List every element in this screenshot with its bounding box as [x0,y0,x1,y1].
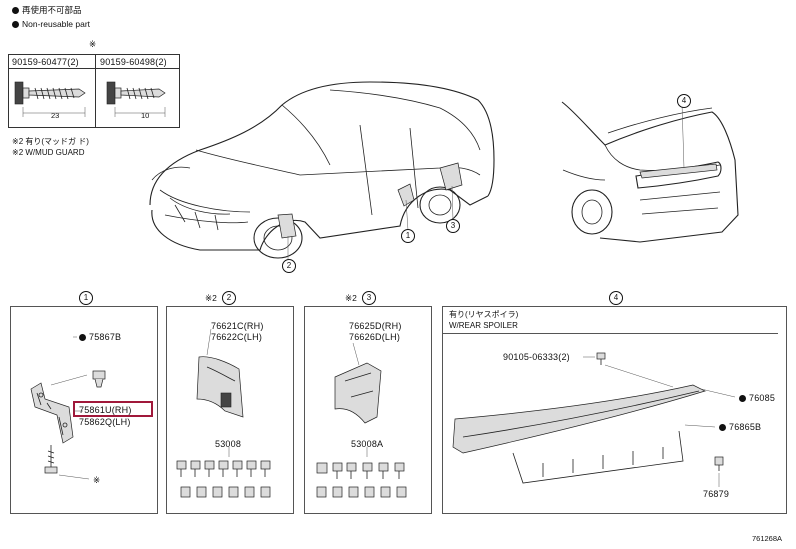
panel3-number: 3 [362,291,376,305]
panel3-part-kit: 53008A [351,439,384,449]
panel4-title-jp: 有り(リヤスポイラ) [449,310,519,319]
legend-en: Non-reusable part [12,19,90,29]
panel2-part-lh: 76622C(LH) [211,332,263,342]
callout-4: 4 [677,94,691,108]
fastener-right-part: 90159-60498(2) [100,57,167,67]
panel-4: 有り(リヤスポイラ) W/REAR SPOILER 90105-06333(2)… [442,306,787,514]
legend-dot-icon [12,7,19,15]
legend-jp-text: 再使用不可部品 [22,5,82,15]
fastener-kit-icon [316,462,407,498]
fastener-table: 90159-60477(2) 90159-60498(2) 23 10 [8,54,180,128]
bolt-icon [44,445,90,480]
panel1-part-b-lh: 75862Q(LH) [79,417,131,427]
footer-code: 761268A [752,534,783,543]
note-line1: ※2 有り(マッドガ ド) [12,137,89,146]
panel2-drawing [176,328,271,498]
panel1-part-b-rh: 75861U(RH) [79,405,132,415]
callout-2: 2 [282,259,296,273]
rear-spoiler-icon [639,163,718,179]
legend-en-text: Non-reusable part [22,19,91,29]
non-reusable-dot-icon [739,395,746,403]
mudguard-rear-icon [334,362,382,424]
panel4-part-b-text: 76865B [729,422,762,432]
panel1-part-a: 75867B [79,332,121,342]
panel3-part-lh: 76626D(LH) [349,332,401,342]
rear-spoiler-icon [452,384,706,484]
panel-1: 75867B 75861U(RH) 75862Q(LH) ※ [10,306,158,514]
callout-3: 3 [446,219,460,233]
fastener-left-part: 90159-60477(2) [12,57,79,67]
table-note-mark: ※ [89,39,97,49]
fastener-kit-icon [176,460,271,498]
legend-dot-icon [12,21,19,29]
bracket-icon [30,382,74,444]
callout-1: 1 [401,229,415,243]
non-reusable-dot-icon [719,424,726,432]
panel1-drawing [30,336,106,480]
legend-jp: 再使用不可部品 [12,5,82,15]
side-part-1-icon [397,183,415,207]
screw-icon [14,81,86,117]
clip-icon [92,370,106,388]
panel2-part-kit: 53008 [215,439,242,449]
panel1-part-a-text: 75867B [89,332,122,342]
panel3-prefix: ※2 [345,293,357,303]
fastener-drawings [14,81,166,117]
panel2-part-rh: 76621C(RH) [211,321,264,331]
mudguard-front-icon [277,213,297,239]
panel-2: 76621C(RH) 76622C(LH) 53008 [166,306,294,514]
screw-icon [596,352,606,365]
panel4-part-a-text: 76085 [749,393,776,403]
panel2-number: 2 [222,291,236,305]
panel-3: 76625D(RH) 76626D(LH) 53008A [304,306,432,514]
screw-icon [106,81,166,117]
panel4-part-a: 76085 [739,393,775,403]
panel4-title-en: W/REAR SPOILER [449,321,518,330]
panel1-bolt-mark: ※ [93,475,101,485]
panel4-part-c: 76879 [703,489,730,499]
fastener-table-header [9,55,179,69]
highlight-box [73,401,153,417]
panel4-drawing [452,352,736,487]
panel3-drawing [316,342,407,498]
non-reusable-dot-icon [79,334,86,342]
fastener-table-divider [95,55,96,127]
panel2-prefix: ※2 [205,293,217,303]
mudguard-rear-icon [439,162,463,191]
panel1-number: 1 [79,291,93,305]
panel4-part-b: 76865B [719,422,761,432]
panel4-part-screw: 90105-06333(2) [503,352,570,362]
clip-icon [714,456,724,471]
panel4-number: 4 [609,291,623,305]
fastener-left-dim: 23 [51,111,60,120]
note-line2: ※2 W/MUD GUARD [12,148,85,157]
panel4-title-rule [443,333,778,334]
fastener-right-dim: 10 [141,111,150,120]
panel3-part-rh: 76625D(RH) [349,321,402,331]
mudguard-front-icon [196,356,244,418]
